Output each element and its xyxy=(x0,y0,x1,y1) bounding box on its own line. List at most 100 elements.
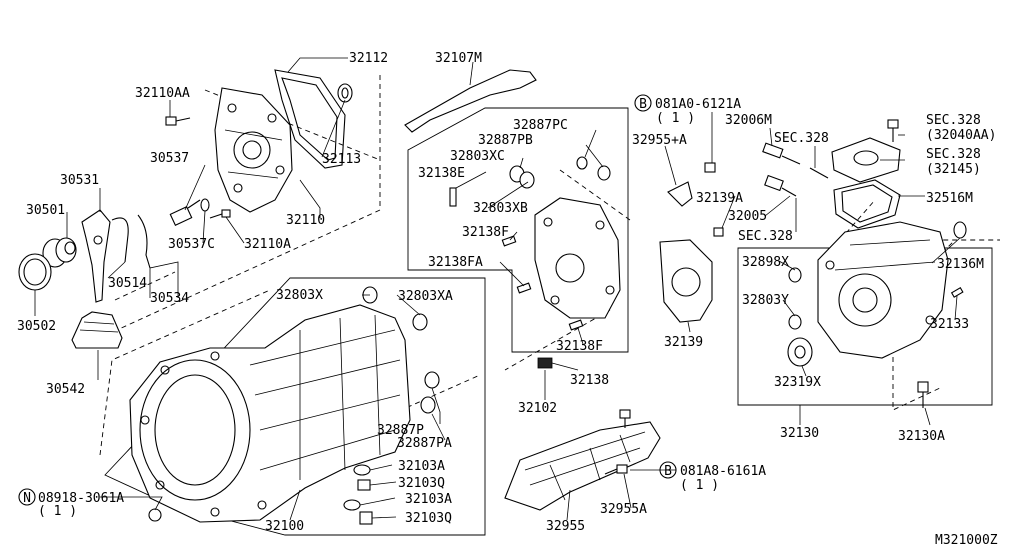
label-32145: (32145) xyxy=(926,162,981,177)
label-32133: 32133 xyxy=(930,317,969,332)
label-32887PA: 32887PA xyxy=(397,436,452,451)
bearing-32887P xyxy=(424,371,440,389)
svg-text:B: B xyxy=(664,464,672,479)
clip-30534 xyxy=(137,214,151,269)
bushing-32887PB xyxy=(597,165,611,181)
label-30502: 30502 xyxy=(17,319,56,334)
label-32138E: 32138E xyxy=(418,166,465,181)
pin-32138FA xyxy=(516,282,532,294)
bolt-32130A xyxy=(917,381,929,408)
bushing-32803Y xyxy=(788,314,802,330)
label-32103A-a: 32103A xyxy=(398,459,445,474)
label-32107M: 32107M xyxy=(435,51,482,66)
gasket-32139 xyxy=(659,239,713,323)
sleeve-30537 xyxy=(169,199,201,226)
shift-rod-32107M xyxy=(404,69,537,133)
label-32138FA: 32138FA xyxy=(428,255,483,270)
seal-32136M xyxy=(953,221,967,239)
callout-b-top: B xyxy=(634,94,652,112)
label-32100: 32100 xyxy=(265,519,304,534)
label-30537C: 30537C xyxy=(168,237,215,252)
bearing-32887PA xyxy=(420,396,436,414)
label-sec328-b: SEC.328 xyxy=(774,131,829,146)
label-32887PC: 32887PC xyxy=(513,118,568,133)
bushing-32887PC xyxy=(576,156,588,170)
label-32803XA: 32803XA xyxy=(398,289,453,304)
washer-32103A-a xyxy=(353,464,371,476)
bolt-32110AA xyxy=(165,116,191,126)
label-081A8: 081A8-6161A xyxy=(680,464,766,479)
label-32319X: 32319X xyxy=(774,375,821,390)
rear-extension-32130 xyxy=(817,221,949,359)
label-32138F-b: 32138F xyxy=(556,339,603,354)
label-08918: 08918-3061A xyxy=(38,491,124,506)
label-32803XB: 32803XB xyxy=(473,201,528,216)
label-32103Q-b: 32103Q xyxy=(405,511,452,526)
seal-32113 xyxy=(337,83,353,103)
front-cover-32110 xyxy=(214,87,293,213)
callout-n: N xyxy=(18,488,36,506)
label-32887PB: 32887PB xyxy=(478,133,533,148)
plug-32103Q-b xyxy=(359,511,373,525)
label-32102: 32102 xyxy=(518,401,557,416)
switch-32005 xyxy=(764,174,797,197)
label-32130A: 32130A xyxy=(898,429,945,444)
diagram-id: M321000Z xyxy=(935,533,998,548)
label-081A0: 081A0-6121A xyxy=(655,97,741,112)
label-32955: 32955 xyxy=(546,519,585,534)
bushing-32898X xyxy=(788,267,802,283)
label-32110A: 32110A xyxy=(244,237,291,252)
bolt-32955A xyxy=(604,464,628,475)
label-sec328-d: SEC.328 xyxy=(738,229,793,244)
label-32040AA: (32040AA) xyxy=(926,128,996,143)
bolt-32040AA xyxy=(887,119,899,142)
magnet-32102 xyxy=(537,357,553,369)
bracket-32955-top xyxy=(667,181,693,207)
label-32803XC: 32803XC xyxy=(450,149,505,164)
bolt-32139A xyxy=(713,227,724,237)
svg-text:N: N xyxy=(23,491,31,506)
switch-32006M xyxy=(762,142,801,165)
label-32138: 32138 xyxy=(570,373,609,388)
label-32139A: 32139A xyxy=(696,191,743,206)
label-081A0-qty: ( 1 ) xyxy=(656,111,695,126)
under-guard-32955 xyxy=(504,421,661,511)
label-32955A: 32955A xyxy=(600,502,647,517)
release-bearing-30501 xyxy=(42,237,77,268)
label-32136M: 32136M xyxy=(937,257,984,272)
label-32803X: 32803X xyxy=(276,288,323,303)
gasket-32516M xyxy=(833,179,901,229)
label-08918-qty: ( 1 ) xyxy=(38,504,77,519)
bearing-32803XA xyxy=(412,313,428,331)
label-32110AA: 32110AA xyxy=(135,86,190,101)
label-32103A-b: 32103A xyxy=(405,492,452,507)
label-32803Y: 32803Y xyxy=(742,293,789,308)
label-32898X: 32898X xyxy=(742,255,789,270)
bolt-081A0 xyxy=(704,162,716,173)
transmission-case-32100 xyxy=(129,304,411,523)
gasket-32112 xyxy=(274,69,346,169)
bolt-32110A xyxy=(209,209,231,219)
plug-32103Q-a xyxy=(357,479,371,491)
label-32110: 32110 xyxy=(286,213,325,228)
cover-32145 xyxy=(831,137,901,183)
callout-b-bottom: B xyxy=(659,461,677,479)
spring-30514 xyxy=(111,217,129,263)
pin-32133 xyxy=(950,287,964,298)
bearing-32319X xyxy=(787,337,813,367)
svg-text:B: B xyxy=(639,97,647,112)
ring-30502 xyxy=(18,253,52,291)
label-30531: 30531 xyxy=(60,173,99,188)
pin-32138E xyxy=(449,187,457,207)
label-30501: 30501 xyxy=(26,203,65,218)
label-081A8-qty: ( 1 ) xyxy=(680,478,719,493)
bearing-32803XB xyxy=(519,171,535,189)
label-32955A-top: 32955+A xyxy=(632,133,687,148)
label-32887P: 32887P xyxy=(377,423,424,438)
label-32103Q-a: 32103Q xyxy=(398,476,445,491)
label-sec328-a: SEC.328 xyxy=(926,113,981,128)
label-30537: 30537 xyxy=(150,151,189,166)
part-labels: 32112 32107M 32110AA 081A0-6121A ( 1 ) 3… xyxy=(17,51,998,548)
label-32005: 32005 xyxy=(728,209,767,224)
